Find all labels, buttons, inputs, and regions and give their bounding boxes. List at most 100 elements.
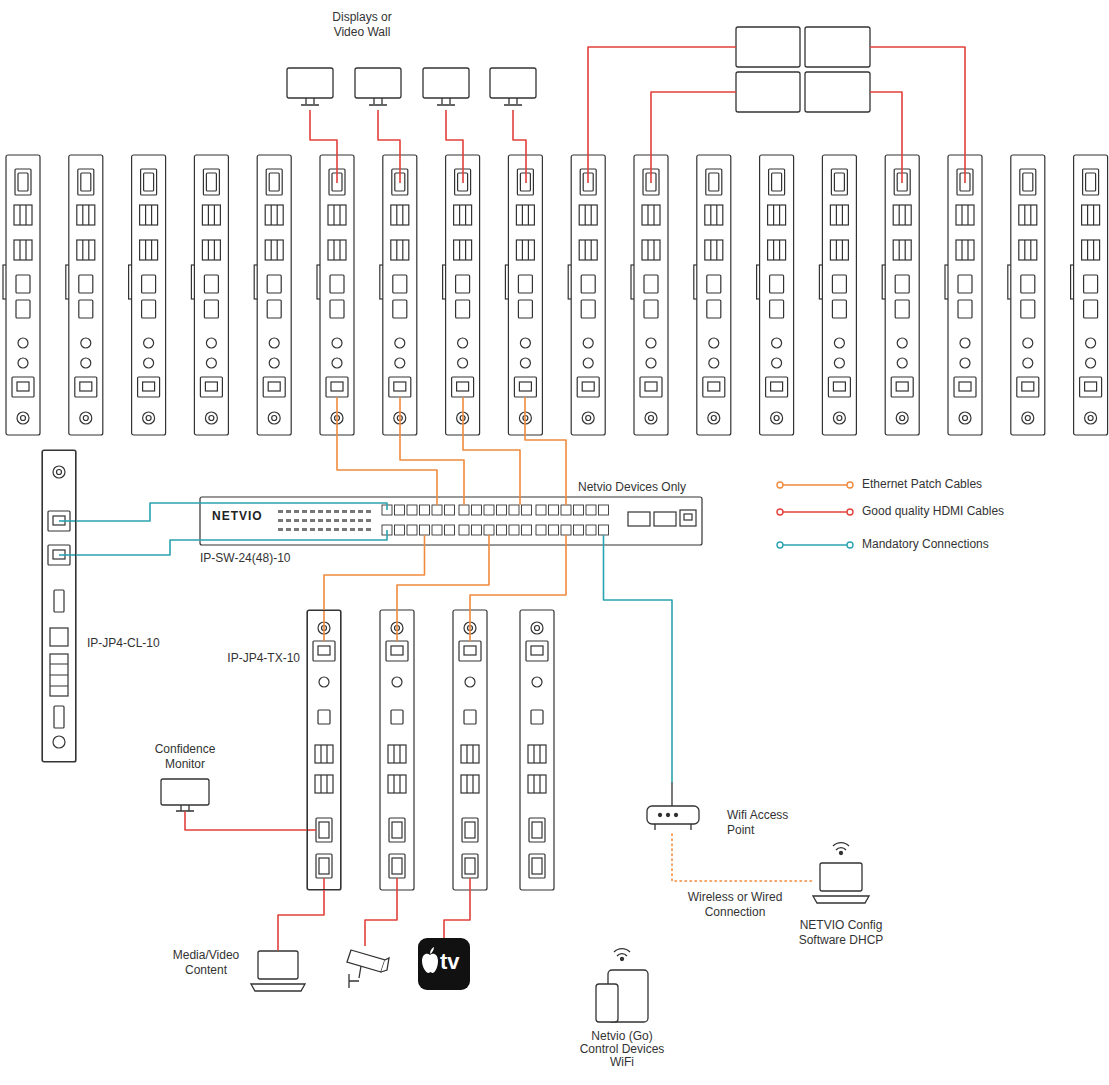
legend-line	[783, 544, 847, 546]
control-devices-icon	[596, 984, 618, 1022]
switch-led	[302, 519, 307, 522]
device-strips	[3, 155, 1108, 890]
switch-led	[326, 510, 331, 513]
receiver-unit	[819, 155, 856, 435]
receiver-unit	[757, 155, 794, 435]
switch-led	[326, 519, 331, 522]
model-label: IP-JP4-CL-10	[87, 636, 160, 651]
switch-port	[395, 525, 405, 535]
hdmi-wires	[870, 92, 902, 183]
switch-port	[395, 505, 405, 515]
cable-connector	[185, 812, 307, 830]
receiver-unit	[945, 155, 982, 435]
mandatory-wires	[59, 503, 604, 555]
legend-line	[847, 509, 853, 515]
switch-led	[294, 510, 299, 513]
legend-text: Mandatory Connections	[862, 537, 989, 552]
legend-text: Good quality HDMI Cables	[862, 504, 1004, 519]
legend-line	[777, 509, 853, 515]
switch-port	[522, 525, 532, 535]
legend-line	[783, 484, 847, 486]
controller-unit	[42, 450, 76, 762]
switch-led	[350, 528, 355, 531]
switch-led	[302, 510, 307, 513]
switch-port	[509, 505, 519, 515]
connection-label: Wireless or Wired Connection	[685, 890, 785, 920]
ethernet-wires	[400, 397, 464, 505]
control-devices-icon	[614, 949, 630, 956]
switch-ports	[382, 505, 609, 535]
config-laptop-icon	[833, 843, 849, 850]
laptop-icon	[251, 951, 305, 991]
switch-led	[278, 510, 283, 513]
access-point-icon	[667, 814, 670, 817]
switch-port	[459, 505, 469, 515]
display-monitors	[287, 68, 333, 98]
transmitter-unit	[520, 610, 554, 890]
switch-led	[294, 519, 299, 522]
laptop-icon	[258, 951, 298, 979]
legend-text: Ethernet Patch Cables	[862, 477, 982, 492]
display-monitors	[437, 98, 455, 105]
receiver-unit	[1071, 155, 1108, 435]
switch-led	[358, 519, 363, 522]
display-monitors	[423, 68, 469, 98]
confidence-monitor-icon	[161, 779, 209, 805]
switch-led	[326, 528, 331, 531]
cable-connector	[324, 545, 425, 610]
receiver-unit	[694, 155, 731, 435]
display-monitors	[504, 98, 522, 105]
cable-connector	[278, 890, 324, 950]
receiver-unit	[443, 155, 480, 435]
camera-icon	[381, 958, 389, 972]
camera-icon	[347, 950, 385, 972]
hdmi-wires	[446, 110, 463, 183]
switch-body	[654, 512, 676, 526]
switch-port	[536, 525, 546, 535]
switch-port	[420, 505, 430, 515]
config-laptop-icon	[813, 896, 869, 903]
display-monitors	[287, 68, 536, 105]
transmitter-unit: IP-JP4-TX-10	[307, 610, 341, 890]
switch-port	[574, 505, 584, 515]
video-wall	[736, 27, 870, 112]
legend-line	[777, 542, 783, 548]
apple-tv-icon	[418, 938, 470, 990]
ethernet-wires	[470, 535, 566, 641]
ethernet-wires	[424, 535, 426, 545]
switch-led	[302, 528, 307, 531]
device-label: Wifi Access Point	[727, 808, 803, 838]
switch-led	[366, 510, 371, 513]
cable-connector	[672, 834, 812, 881]
display-monitors	[369, 98, 387, 105]
switch-led	[334, 528, 339, 531]
display-monitors	[490, 68, 536, 98]
network-switch: NETVIOIP-SW-24(48)-10	[200, 497, 702, 545]
switch-port	[599, 525, 609, 535]
hdmi-wires	[310, 110, 337, 183]
display-monitors	[355, 68, 401, 98]
model-label: IP-JP4-TX-10	[227, 651, 300, 666]
confidence-monitor: Confidence Monitor	[160, 778, 210, 812]
display-monitors	[301, 98, 319, 105]
switch-port	[561, 525, 571, 535]
receiver-unit	[3, 155, 40, 435]
video-wall	[736, 27, 800, 67]
switch-led	[342, 510, 347, 513]
switch-port	[549, 505, 559, 515]
switch-body	[684, 514, 692, 520]
device-label: Media/Video Content	[166, 948, 246, 978]
switch-port	[420, 525, 430, 535]
switch-led	[334, 510, 339, 513]
switch-port	[522, 505, 532, 515]
switch-led	[318, 510, 323, 513]
confidence-monitor-icon	[176, 805, 194, 811]
ethernet-wires	[463, 397, 520, 505]
logo-text: tv	[440, 949, 460, 975]
switch-led	[310, 528, 315, 531]
hdmi-wires	[307, 829, 316, 831]
switch-led	[318, 528, 323, 531]
camera-icon	[349, 966, 361, 988]
access-point-icon	[659, 814, 662, 817]
